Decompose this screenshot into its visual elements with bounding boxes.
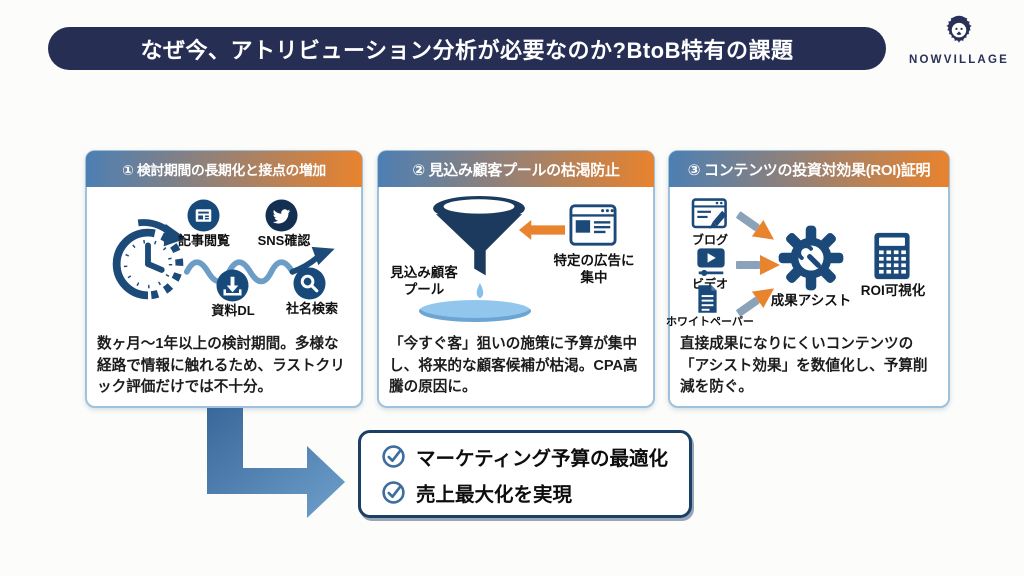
- content-label: ホワイトペーパー: [666, 316, 754, 328]
- logo-text: NOWVILLAGE: [909, 54, 1009, 66]
- video-icon: [697, 248, 725, 276]
- assist-arrow: [736, 255, 780, 275]
- roi-label: ROI可視化: [860, 283, 926, 298]
- panel-title-bar: ③ コンテンツの投資対効果(ROI)証明: [669, 151, 949, 187]
- outcome-label: 売上最大化を実現: [416, 483, 573, 506]
- panel-lead-pool: ② 見込み顧客プールの枯渇防止 見込み顧客 プール: [377, 150, 655, 408]
- ad-label: 特定の広告に 集中: [553, 253, 635, 285]
- nowvillage-logo: NOWVILLAGE: [903, 14, 1015, 66]
- check-circle-icon: [382, 480, 405, 504]
- content-label: ブログ: [691, 233, 728, 247]
- download-icon: [216, 269, 249, 302]
- panel-body: ブログ ビデオ ホワイトペーパー: [666, 187, 948, 407]
- panel-roi-proof: ③ コンテンツの投資対効果(ROI)証明 ブログ ビデオ: [666, 150, 950, 408]
- panel-title: ② 見込み顧客プールの枯渇防止: [412, 161, 620, 179]
- outcome-item: 売上最大化を実現: [381, 478, 689, 507]
- outcome-label: マーケティング予算の最適化: [416, 447, 668, 470]
- clock-cycle-icon: [112, 219, 187, 300]
- title-bar: なぜ今、アトリビューション分析が必要なのか?BtoB特有の課題: [48, 27, 886, 70]
- lion-icon: [946, 15, 972, 43]
- droplet-icon: [476, 283, 484, 299]
- elbow-arrow: [207, 408, 345, 518]
- twitter-icon: [265, 199, 298, 232]
- article-icon: [187, 199, 220, 232]
- panel-description: 直接成果になりにくいコンテンツの「アシスト効果」を数値化し、予算削減を防ぐ。: [680, 336, 928, 396]
- page-title: なぜ今、アトリビューション分析が必要なのか?BtoB特有の課題: [140, 37, 794, 63]
- panel-description: 数ヶ月〜1年以上の検討期間。多様な経路で情報に触れるため、ラストクリック評価だけ…: [97, 336, 345, 396]
- check-circle-icon: [382, 444, 405, 468]
- outcome-item: マーケティング予算の最適化: [381, 442, 689, 471]
- search-icon: [293, 267, 326, 300]
- panel-body: 見込み顧客 プール 特定の広告に 集中 「今すぐ客」狙いの施策に予算が集中し、将…: [379, 187, 653, 407]
- assist-label: 成果アシスト: [770, 293, 852, 308]
- puddle-shape: [419, 300, 531, 322]
- funnel-label: 見込み顧客 プール: [390, 265, 458, 297]
- touchpoint-label: 記事閲覧: [177, 233, 230, 248]
- funnel-icon: [433, 195, 525, 299]
- panel-body: 記事閲覧 SNS確認 資料DL: [87, 187, 361, 407]
- assist-arrow: [736, 288, 775, 317]
- blog-icon: [691, 198, 727, 229]
- gear-wrench-icon: [778, 225, 844, 291]
- wave-arrow: [183, 246, 335, 285]
- browser-ad-icon: [569, 204, 617, 246]
- outcome-box: マーケティング予算の最適化 売上最大化を実現: [358, 430, 692, 518]
- panel-description: 「今すぐ客」狙いの施策に予算が集中し、将来的な顧客候補が枯渇。CPA高騰の原因に…: [389, 336, 638, 396]
- panel-title-bar: ② 見込み顧客プールの枯渇防止: [378, 151, 654, 187]
- ad-focus-arrow: [519, 220, 565, 240]
- whitepaper-icon: [698, 285, 717, 313]
- touchpoint-label: SNS確認: [257, 233, 311, 248]
- panel-title: ③ コンテンツの投資対効果(ROI)証明: [687, 161, 931, 179]
- touchpoint-label: 社名検索: [285, 301, 338, 316]
- touchpoint-label: 資料DL: [211, 303, 255, 318]
- panel-title-bar: ① 検討期間の長期化と接点の増加: [86, 151, 362, 187]
- panel-title: ① 検討期間の長期化と接点の増加: [122, 163, 326, 178]
- assist-arrow: [736, 211, 775, 240]
- calculator-icon: [874, 232, 910, 280]
- panel-consideration-period: ① 検討期間の長期化と接点の増加: [85, 150, 363, 408]
